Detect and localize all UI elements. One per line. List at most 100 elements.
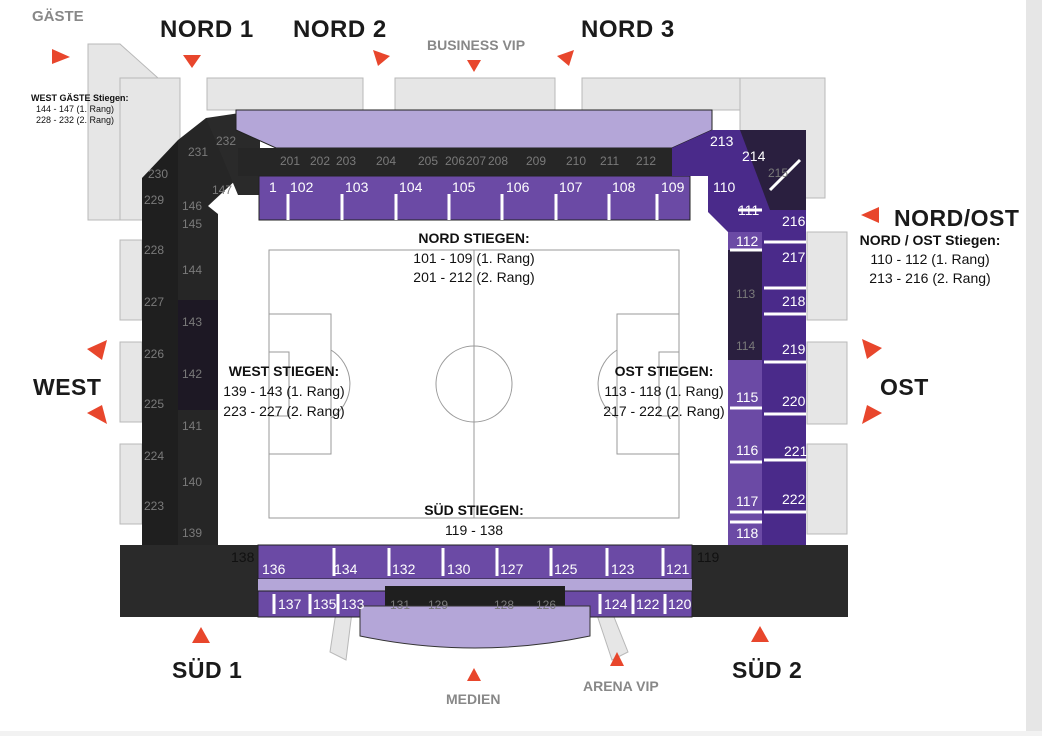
section-label: 206 [445,154,465,168]
section-label: 136 [262,561,286,577]
section-label: 1 [269,179,277,195]
arrow-ost-upper-icon [862,339,882,359]
nordost-stairs-info: NORD / OST Stiegen: 110 - 112 (1. Rang) … [860,232,1001,286]
section-label: 133 [341,596,365,612]
gate-nord1-label: NORD 1 [160,16,254,43]
stadium-map: 1 102 103 104 105 106 107 108 109 201 20… [0,0,1026,731]
section-label: 121 [666,561,690,577]
section-label: 205 [418,154,438,168]
sued-walkway [258,579,692,591]
west-grey-2 [119,341,143,423]
section-label: 115 [736,389,759,405]
section-label: 222 [782,491,806,507]
west-stairs-info: WEST STIEGEN: 139 - 143 (1. Rang) 223 - … [223,363,344,419]
ost-outer-stand [762,210,806,545]
stairs-line: 101 - 109 (1. Rang) [413,250,534,266]
section-label: 213 [710,133,734,149]
gate-sued1-label: SÜD 1 [172,657,242,683]
arrow-west-lower-icon [87,405,107,424]
stairs-title: WEST STIEGEN: [229,363,339,379]
section-label: 221 [784,443,808,459]
ost-labels: 113 114 115 116 117 118 217 218 219 220 … [736,249,808,541]
section-label: 201 [280,154,300,168]
section-label: 225 [144,397,164,411]
section-label: 110 [713,179,736,195]
nordost-dark [740,130,806,210]
nordost-labels: 110 111 112 213 214 215 216 [710,133,806,249]
section-label: 214 [742,148,766,164]
section-label: 122 [636,596,660,612]
arena-vip-ramp [595,611,629,661]
stairs-line: 228 - 232 (2. Rang) [36,115,114,125]
west-grey-3 [119,443,143,525]
section-label: 105 [452,179,476,195]
arrow-sued1-icon [192,627,210,643]
ost-grey-2 [806,341,848,425]
section-label: 135 [313,596,337,612]
nord-lower-labels: 1 102 103 104 105 106 107 108 109 [269,179,685,195]
section-label: 120 [668,596,692,612]
section-label: 125 [554,561,578,577]
stairs-line: 119 - 138 [445,522,503,538]
ost-inner-dark [728,250,762,360]
nord-upper-labels: 201 202 203 204 205 206 207 208 209 210 … [280,154,656,168]
stairs-line: 113 - 118 (1. Rang) [604,383,723,399]
section-label: 219 [782,341,806,357]
section-label: 130 [447,561,471,577]
section-label: 104 [399,179,423,195]
nord-roof [235,109,713,149]
stairs-line: 217 - 222 (2. Rang) [603,403,724,419]
arrow-business-vip-icon [467,60,481,72]
section-label: 229 [144,193,164,207]
section-label: 109 [661,179,685,195]
section-label: 106 [506,179,530,195]
gate-business-vip-label: BUSINESS VIP [427,37,525,53]
gate-nord3-label: NORD 3 [581,16,675,43]
section-label: 107 [559,179,583,195]
section-label: 223 [144,499,164,513]
section-label: 123 [611,561,635,577]
section-label: 102 [290,179,314,195]
section-label: 147 [212,183,232,197]
section-label: 218 [782,293,806,309]
ost-stairs-info: OST STIEGEN: 113 - 118 (1. Rang) 217 - 2… [603,363,724,419]
west-gaeste-stairs-info: WEST GÄSTE Stiegen: 144 - 147 (1. Rang) … [31,93,129,125]
arrow-nordost-icon [861,207,879,223]
sw-corner-block [120,545,258,617]
section-label: 231 [188,145,208,159]
ost-grey-1 [806,231,848,321]
arrow-west-upper-icon [87,340,107,360]
section-label: 144 [182,263,202,277]
se-corner-block [692,545,848,617]
section-label: 132 [392,561,416,577]
medien-ramp-left [329,611,353,661]
stairs-line: 201 - 212 (2. Rang) [413,269,534,285]
arrow-ost-lower-icon [862,405,882,424]
section-label: 203 [336,154,356,168]
business-vip-block [394,77,556,111]
section-label: 131 [390,598,410,612]
stairs-line: 139 - 143 (1. Rang) [223,383,344,399]
stairs-title: NORD STIEGEN: [418,230,529,246]
nord-grey-block-1 [206,77,364,111]
section-label: 124 [604,596,628,612]
section-label: 215 [768,166,788,180]
section-label: 212 [636,154,656,168]
section-label: 117 [736,493,759,509]
section-label: 128 [494,598,514,612]
section-label: 224 [144,449,164,463]
arrow-sued2-icon [751,626,769,642]
nord-stairs-info: NORD STIEGEN: 101 - 109 (1. Rang) 201 - … [413,230,534,285]
sued-labels: 136 134 132 130 127 125 123 121 137 135 … [231,549,720,612]
stairs-title: OST STIEGEN: [615,363,714,379]
arrow-medien-icon [467,668,481,681]
sued-upper-tier [257,544,693,580]
section-label: 232 [216,134,236,148]
stairs-line: 110 - 112 (1. Rang) [870,251,989,267]
section-label: 228 [144,243,164,257]
west-grey-1 [119,239,143,321]
section-label: 204 [376,154,396,168]
section-label: 143 [182,315,202,329]
arrow-gaeste-icon [52,49,70,64]
medien-platform [359,605,591,649]
